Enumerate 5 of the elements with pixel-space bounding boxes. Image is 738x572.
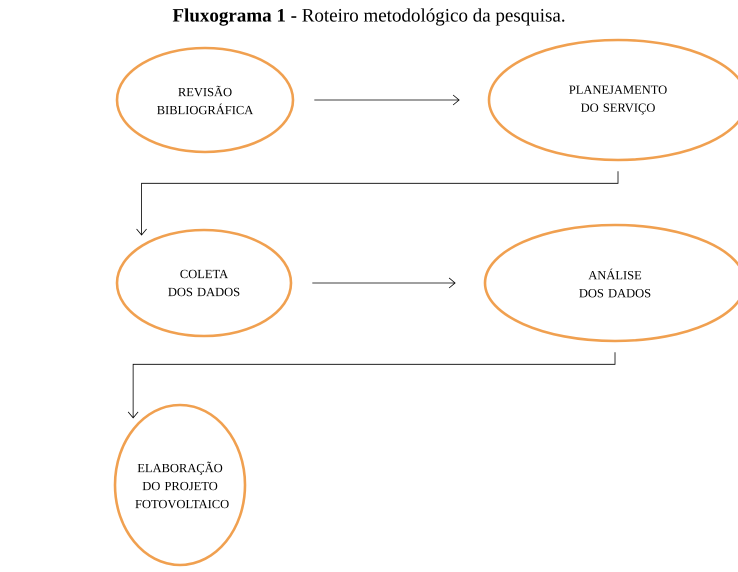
figure-title: Fluxograma 1 - Roteiro metodológico da pesquisa.	[172, 8, 564, 26]
arrow	[314, 94, 460, 106]
arrow	[136, 170, 618, 236]
arrow	[312, 278, 456, 288]
arrow	[128, 352, 616, 418]
